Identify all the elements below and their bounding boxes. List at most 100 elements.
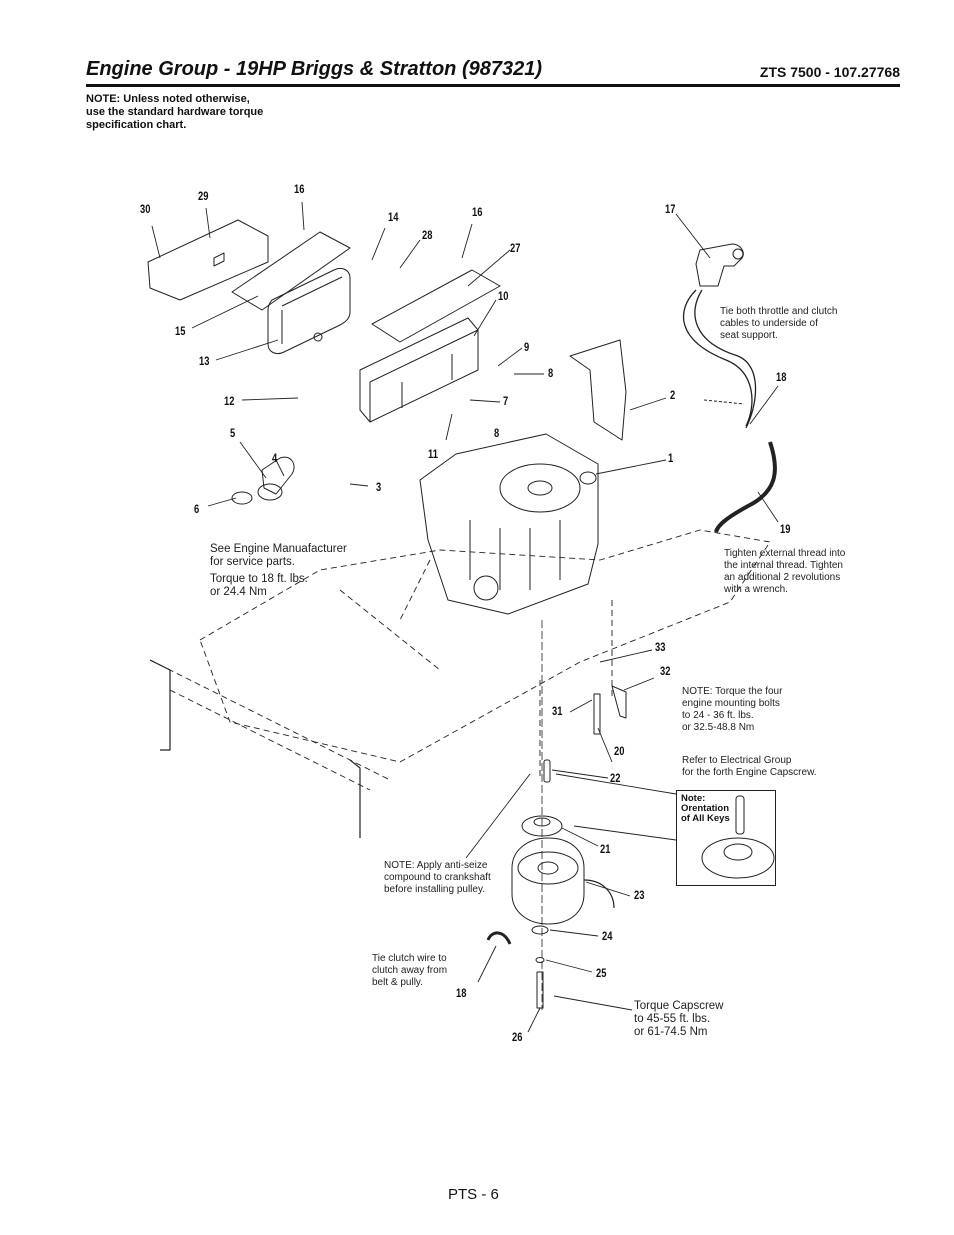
exhaust-pipe-part <box>261 456 295 495</box>
engine-manufacturer-note-line: Torque to 18 ft. lbs. <box>210 573 308 585</box>
callout-6: 6 <box>194 502 200 516</box>
callout-19: 19 <box>780 522 791 536</box>
callout-10: 10 <box>498 289 509 303</box>
clutch-wire-note-line: clutch away from <box>372 965 448 976</box>
engine-mounting-bolts-note-line: engine mounting bolts <box>682 698 780 709</box>
inset-pulley-part <box>701 837 775 879</box>
callout-16: 16 <box>472 205 483 219</box>
callout-29: 29 <box>198 189 209 203</box>
engine-manufacturer-note: See Engine Manuafacturer for service par… <box>210 543 347 599</box>
engine-mounting-bolts-note-line: NOTE: Torque the four <box>682 686 783 697</box>
fuel-line-part <box>714 441 777 533</box>
upper-shield-part <box>371 269 501 343</box>
callout-15: 15 <box>175 324 186 338</box>
anti-seize-note-line: NOTE: Apply anti-seize <box>384 860 488 871</box>
torque-spec-note-line: specification chart. <box>86 119 187 131</box>
callout-4: 4 <box>272 451 278 465</box>
callout-24: 24 <box>602 929 613 943</box>
callout-27: 27 <box>510 241 521 255</box>
electrical-group-note-line: Refer to Electrical Group <box>682 755 792 766</box>
heat-deflector-part <box>569 339 627 441</box>
engine-manufacturer-note-line: See Engine Manuafacturer <box>210 543 347 555</box>
muffler-bracket-part <box>231 231 351 311</box>
capscrew-torque-note-line: Torque Capscrew <box>634 1000 724 1012</box>
callout-3: 3 <box>376 480 382 494</box>
engine-mounting-bolts-note-line: or 32.5-48.8 Nm <box>682 722 755 733</box>
key-orientation-inset: Note: Orentation of All Keys <box>676 790 776 886</box>
callout-1: 1 <box>668 451 674 465</box>
callout-7: 7 <box>503 394 509 408</box>
key-orientation-note-line: Note: <box>681 793 706 804</box>
callout-14: 14 <box>388 210 399 224</box>
callout-31: 31 <box>552 704 563 718</box>
anti-seize-note: NOTE: Apply anti-seize compound to crank… <box>384 860 491 896</box>
page-header: Engine Group - 19HP Briggs & Stratton (9… <box>86 56 900 86</box>
heat-shield-part <box>147 219 269 301</box>
fuel-line-thread-note-line: an additional 2 revolutions <box>724 572 841 583</box>
electrical-group-note: Refer to Electrical Group for the forth … <box>682 755 817 779</box>
callout-33: 33 <box>655 640 666 654</box>
throttle-control-part <box>695 243 744 287</box>
cable-tie-note-line: cables to underside of <box>720 318 818 329</box>
callout-17: 17 <box>665 202 676 216</box>
key-orientation-note: Note: Orentation of All Keys <box>681 794 730 824</box>
crankshaft-key-part <box>543 759 551 783</box>
cable-tie-note: Tie both throttle and clutch cables to u… <box>720 306 837 342</box>
electrical-group-note-line: for the forth Engine Capscrew. <box>682 767 817 778</box>
engine-manufacturer-note-line: or 24.4 Nm <box>210 586 267 598</box>
lockwasher-part <box>535 957 545 963</box>
clutch-wire-note: Tie clutch wire to clutch away from belt… <box>372 953 447 989</box>
callout-21: 21 <box>600 842 611 856</box>
exhaust-gasket-part <box>231 491 253 505</box>
torque-spec-note-line: NOTE: Unless noted otherwise, <box>86 93 250 105</box>
callout-26: 26 <box>512 1030 523 1044</box>
capscrew-torque-note-line: to 45-55 ft. lbs. <box>634 1013 711 1025</box>
callout-25: 25 <box>596 966 607 980</box>
callout-32: 32 <box>660 664 671 678</box>
throttle-cable <box>682 289 757 429</box>
fuel-line-thread-note: Tighten external thread into the interna… <box>724 548 845 596</box>
callout-12: 12 <box>224 394 235 408</box>
muffler-part <box>267 267 351 355</box>
engine-part <box>419 433 599 615</box>
callout-30: 30 <box>140 202 151 216</box>
callout-18: 18 <box>776 370 787 384</box>
callout-9: 9 <box>524 340 530 354</box>
washer-part <box>531 925 549 935</box>
callout-18: 18 <box>456 986 467 1000</box>
clutch-tie-wrap <box>486 931 512 945</box>
anti-seize-note-line: compound to crankshaft <box>384 872 491 883</box>
torque-spec-note: NOTE: Unless noted otherwise, use the st… <box>86 93 263 132</box>
model-number: ZTS 7500 - 107.27768 <box>759 64 900 80</box>
leader-lines <box>151 201 779 1033</box>
key-orientation-note-line: of All Keys <box>681 813 730 824</box>
spacer-bracket-part <box>611 685 627 719</box>
torque-spec-note-line: use the standard hardware torque <box>86 106 264 118</box>
callout-20: 20 <box>614 744 625 758</box>
inset-key-part <box>735 795 745 835</box>
cable-tie-note-line: Tie both throttle and clutch <box>720 306 838 317</box>
callout-16: 16 <box>294 182 305 196</box>
callout-8: 8 <box>494 426 500 440</box>
engine-mounting-bolts-note: NOTE: Torque the four engine mounting bo… <box>682 686 782 734</box>
electric-clutch-part <box>511 837 585 925</box>
callout-5: 5 <box>230 426 236 440</box>
callout-22: 22 <box>610 771 621 785</box>
capscrew-torque-note: Torque Capscrew to 45-55 ft. lbs. or 61-… <box>634 1000 723 1039</box>
anti-seize-note-line: before installing pulley. <box>384 884 485 895</box>
chassis-crossbar <box>149 659 361 838</box>
page-title: Engine Group - 19HP Briggs & Stratton (9… <box>86 58 543 80</box>
callout-11: 11 <box>428 447 438 461</box>
key-orientation-note-line: Orentation <box>681 803 730 814</box>
clutch-wire-note-line: Tie clutch wire to <box>372 953 447 964</box>
header-rule <box>86 84 900 87</box>
engine-mounting-bolts-note-line: to 24 - 36 ft. lbs. <box>682 710 754 721</box>
callout-13: 13 <box>199 354 210 368</box>
mounting-bolt-part <box>593 693 601 735</box>
heat-shield-tab <box>213 252 225 267</box>
muffler-mount-bracket-part <box>359 317 479 423</box>
callout-28: 28 <box>422 228 433 242</box>
callout-2: 2 <box>670 388 676 402</box>
capscrew-torque-note-line: or 61-74.5 Nm <box>634 1026 708 1038</box>
